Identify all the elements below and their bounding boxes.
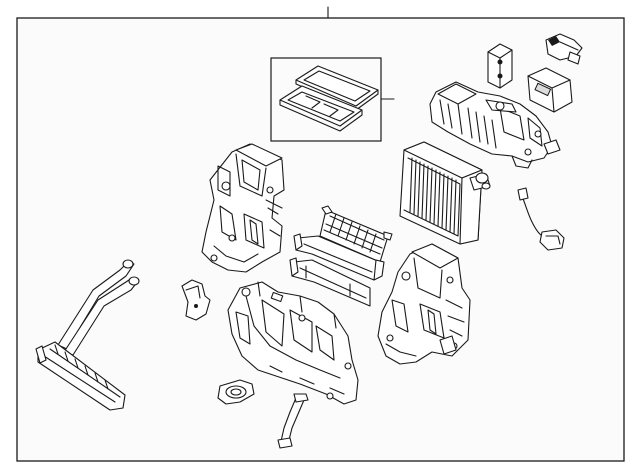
- mode-door-middle: [293, 233, 385, 281]
- heater-core: [35, 259, 140, 411]
- heater-core-clip: [181, 279, 211, 321]
- right-heater-case: [377, 243, 471, 365]
- drain-hose: [277, 393, 309, 449]
- mode-door-upper: [319, 205, 393, 263]
- sensor-harness: [517, 187, 565, 251]
- mode-door-lower: [289, 257, 371, 307]
- filter-frame-lower: [279, 85, 363, 132]
- actuator-motor: [545, 33, 583, 65]
- lower-heater-case: [227, 281, 359, 405]
- evaporator-core: [399, 141, 491, 245]
- drain-hose-bracket: [217, 379, 255, 405]
- resistor: [527, 67, 573, 113]
- blower-housing: [429, 81, 561, 169]
- grommet: [487, 43, 513, 89]
- left-heater-case: [201, 143, 285, 273]
